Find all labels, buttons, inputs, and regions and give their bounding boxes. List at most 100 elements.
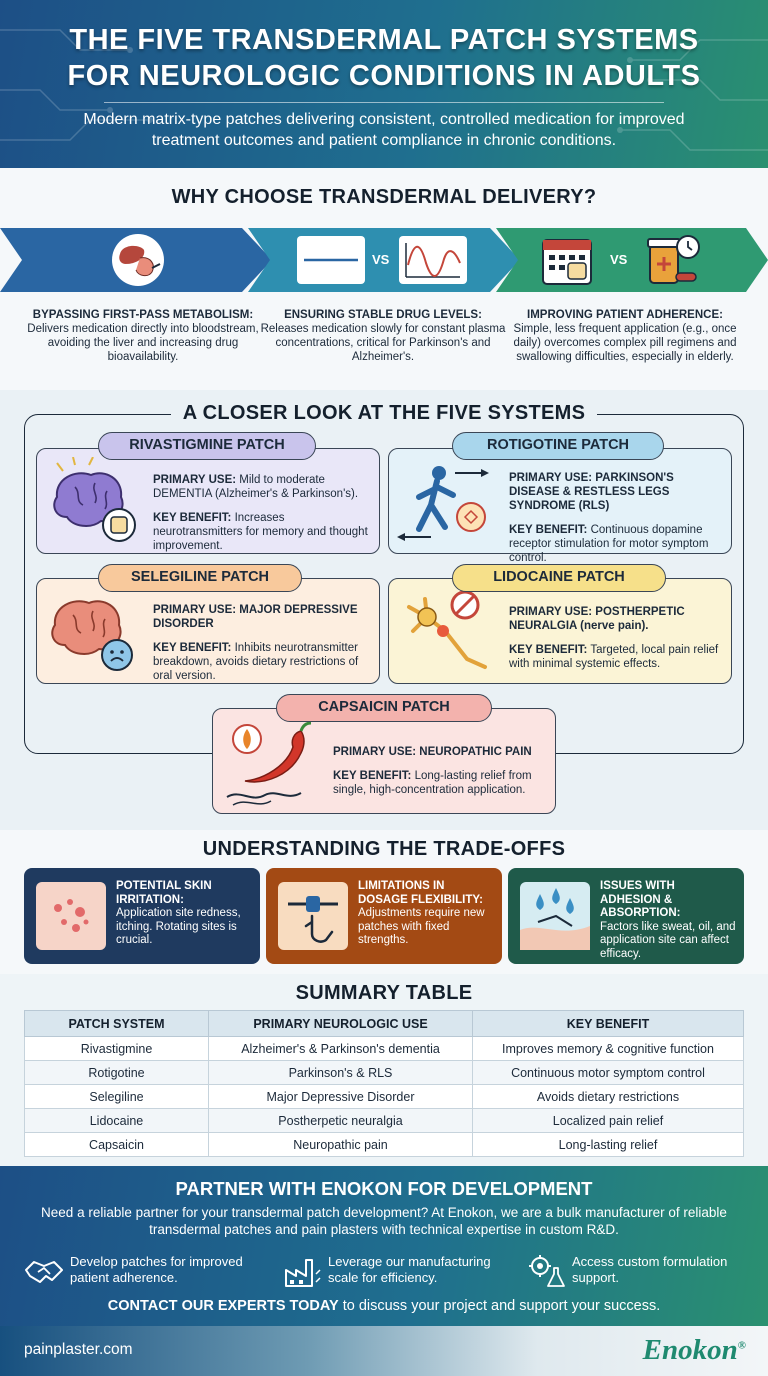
partner-section: PARTNER WITH ENOKON FOR DEVELOPMENT Need… <box>0 1166 768 1326</box>
cta-bold[interactable]: CONTACT OUR EXPERTS TODAY <box>107 1298 339 1314</box>
rivastigmine-benefit-label: KEY BENEFIT: <box>153 512 232 524</box>
brain-patch-icon <box>53 457 136 542</box>
tradeoff-3-heading: ISSUES WITH ADHESION & ABSORPTION: <box>600 880 681 919</box>
why-col-3-body: Simple, less frequent application (e.g.,… <box>513 323 737 363</box>
calendar-pills-icon <box>647 235 700 284</box>
tradeoff-2-text: LIMITATIONS IN DOSAGE FLEXIBILITY: Adjus… <box>358 880 496 948</box>
tradeoff-1-body: Application site redness, itching. Rotat… <box>116 907 241 946</box>
title-line-1: THE FIVE TRANSDERMAL PATCH SYSTEMS <box>69 24 699 56</box>
why-section: WHY CHOOSE TRANSDERMAL DELIVERY? VS <box>0 168 768 390</box>
summary-table: PATCH SYSTEM PRIMARY NEUROLOGIC USE KEY … <box>24 1010 744 1157</box>
tradeoff-3-body: Factors like sweat, oil, and application… <box>600 920 736 960</box>
partner-item-1: Develop patches for improved patient adh… <box>24 1252 264 1288</box>
circuit-pattern-icon <box>0 29 768 151</box>
table-cell: Long-lasting relief <box>472 1132 744 1157</box>
table-cell: Alzheimer's & Parkinson's dementia <box>208 1036 473 1061</box>
brain-sad-face-icon <box>51 600 133 671</box>
rivastigmine-benefit: Increases neurotransmitters for memory a… <box>153 512 368 552</box>
rivastigmine-primary-use: Mild to moderate DEMENTIA (Alzheimer's &… <box>153 474 359 500</box>
selegiline-benefit: Inhibits neurotransmitter breakdown, avo… <box>153 642 359 682</box>
capsaicin-benefit: Long-lasting relief from single, high-co… <box>333 770 532 796</box>
rotigotine-text: PRIMARY USE: PARKINSON'S DISEASE & RESTL… <box>509 471 727 565</box>
lidocaine-primary-use: POSTHERPETIC NEURALGIA (nerve pain). <box>509 606 685 632</box>
pill-rotigotine: ROTIGOTINE PATCH <box>452 432 664 460</box>
rotigotine-primary-use: PARKINSON'S DISEASE & RESTLESS LEGS SYND… <box>509 472 674 512</box>
table-cell: Selegiline <box>24 1084 209 1109</box>
rivastigmine-primary-label: PRIMARY USE: <box>153 474 237 486</box>
summary-section: SUMMARY TABLE PATCH SYSTEM PRIMARY NEURO… <box>0 974 768 1166</box>
table-cell: Capsaicin <box>24 1132 209 1157</box>
card-selegiline: PRIMARY USE: MAJOR DEPRESSIVE DISORDER K… <box>36 578 380 684</box>
enokon-logo: Enokon® <box>642 1334 746 1366</box>
tradeoff-card-2: LIMITATIONS IN DOSAGE FLEXIBILITY: Adjus… <box>266 868 502 964</box>
table-cell: Continuous motor symptom control <box>472 1060 744 1085</box>
page-title: THE FIVE TRANSDERMAL PATCH SYSTEMS FOR N… <box>0 0 768 94</box>
partner-intro: Need a reliable partner for your transde… <box>41 1205 727 1237</box>
selegiline-text: PRIMARY USE: MAJOR DEPRESSIVE DISORDER K… <box>153 603 375 683</box>
table-cell: Improves memory & cognitive function <box>472 1036 744 1061</box>
partner-item-2: Leverage our manufacturing scale for eff… <box>282 1252 522 1288</box>
col-header-patch: PATCH SYSTEM <box>24 1010 209 1037</box>
skin-irritation-icon <box>36 882 106 950</box>
handshake-icon <box>25 1261 63 1283</box>
wave-chart-icon <box>399 236 467 284</box>
why-col-1-heading: BYPASSING FIRST-PASS METABOLISM: <box>32 309 254 321</box>
col-header-use: PRIMARY NEUROLOGIC USE <box>208 1010 473 1037</box>
tradeoffs-title: UNDERSTANDING THE TRADE-OFFS <box>202 838 566 860</box>
page-subtitle: Modern matrix-type patches delivering co… <box>83 111 685 149</box>
skin-droplets-icon <box>520 882 590 950</box>
table-row: Lidocaine Postherpetic neuralgia Localiz… <box>24 1108 744 1133</box>
table-cell: Lidocaine <box>24 1108 209 1133</box>
rotigotine-benefit-label: KEY BENEFIT: <box>509 524 588 536</box>
header-banner: THE FIVE TRANSDERMAL PATCH SYSTEMS FOR N… <box>0 0 768 168</box>
systems-title: A CLOSER LOOK AT THE FIVE SYSTEMS <box>0 402 768 425</box>
contact-cta[interactable]: CONTACT OUR EXPERTS TODAY to discuss you… <box>0 1298 768 1314</box>
table-cell: Parkinson's & RLS <box>208 1060 473 1085</box>
col-header-benefit: KEY BENEFIT <box>472 1010 744 1037</box>
capsaicin-primary-use: NEUROPATHIC PAIN <box>419 746 532 758</box>
why-col-2-body: Releases medication slowly for constant … <box>260 323 506 363</box>
pill-rivastigmine: RIVASTIGMINE PATCH <box>98 432 316 460</box>
card-rotigotine: PRIMARY USE: PARKINSON'S DISEASE & RESTL… <box>388 448 732 564</box>
selegiline-benefit-label: KEY BENEFIT: <box>153 642 232 654</box>
hand-slider-icon <box>278 882 348 950</box>
flat-line-icon <box>297 236 365 284</box>
why-chevron-1 <box>0 228 272 292</box>
table-row: Capsaicin Neuropathic pain Long-lasting … <box>24 1132 744 1157</box>
pill-lidocaine: LIDOCAINE PATCH <box>452 564 666 592</box>
lidocaine-text: PRIMARY USE: POSTHERPETIC NEURALGIA (ner… <box>509 605 727 671</box>
table-cell: Postherpetic neuralgia <box>208 1108 473 1133</box>
factory-icon <box>285 1259 321 1287</box>
footer: painplaster.com Enokon® <box>0 1326 768 1376</box>
partner-item-3-text: Access custom formulation support. <box>572 1254 728 1285</box>
selegiline-primary-use: MAJOR DEPRESSIVE DISORDER <box>153 604 358 630</box>
liver-stomach-icon <box>112 234 164 286</box>
table-cell: Major Depressive Disorder <box>208 1084 473 1109</box>
why-chevron-3: VS <box>496 228 768 292</box>
tradeoff-2-body: Adjustments require new patches with fix… <box>358 907 485 946</box>
table-cell: Rivastigmine <box>24 1036 209 1061</box>
tradeoffs-section: UNDERSTANDING THE TRADE-OFFS POTENTIAL S… <box>0 830 768 974</box>
capsaicin-text: PRIMARY USE: NEUROPATHIC PAIN KEY BENEFI… <box>333 745 551 797</box>
why-col-1-body: Delivers medication directly into bloods… <box>27 323 259 363</box>
why-col-3-heading: IMPROVING PATIENT ADHERENCE: <box>527 309 723 321</box>
capsaicin-benefit-label: KEY BENEFIT: <box>333 770 412 782</box>
rivastigmine-text: PRIMARY USE: Mild to moderate DEMENTIA (… <box>153 473 375 553</box>
website-link[interactable]: painplaster.com <box>24 1341 133 1358</box>
why-title: WHY CHOOSE TRANSDERMAL DELIVERY? <box>171 186 597 208</box>
card-capsaicin: PRIMARY USE: NEUROPATHIC PAIN KEY BENEFI… <box>212 708 556 814</box>
cta-rest: to discuss your project and support your… <box>338 1298 661 1314</box>
summary-title: SUMMARY TABLE <box>295 982 473 1004</box>
capsaicin-primary-label: PRIMARY USE: <box>333 746 417 758</box>
tradeoff-1-text: POTENTIAL SKIN IRRITATION: Application s… <box>116 880 254 948</box>
walking-figure-icon <box>397 466 489 541</box>
five-systems-section: A CLOSER LOOK AT THE FIVE SYSTEMS PRIMAR… <box>0 390 768 830</box>
lidocaine-primary-label: PRIMARY USE: <box>509 606 593 618</box>
partner-item-2-text: Leverage our manufacturing scale for eff… <box>328 1254 491 1285</box>
tradeoff-card-1: POTENTIAL SKIN IRRITATION: Application s… <box>24 868 260 964</box>
pill-capsaicin: CAPSAICIN PATCH <box>276 694 492 722</box>
rotigotine-benefit: Continuous dopamine receptor stimulation… <box>509 524 709 564</box>
why-chevron-2: VS <box>248 228 520 292</box>
table-cell: Rotigotine <box>24 1060 209 1085</box>
why-col-2-heading: ENSURING STABLE DRUG LEVELS: <box>284 309 482 321</box>
